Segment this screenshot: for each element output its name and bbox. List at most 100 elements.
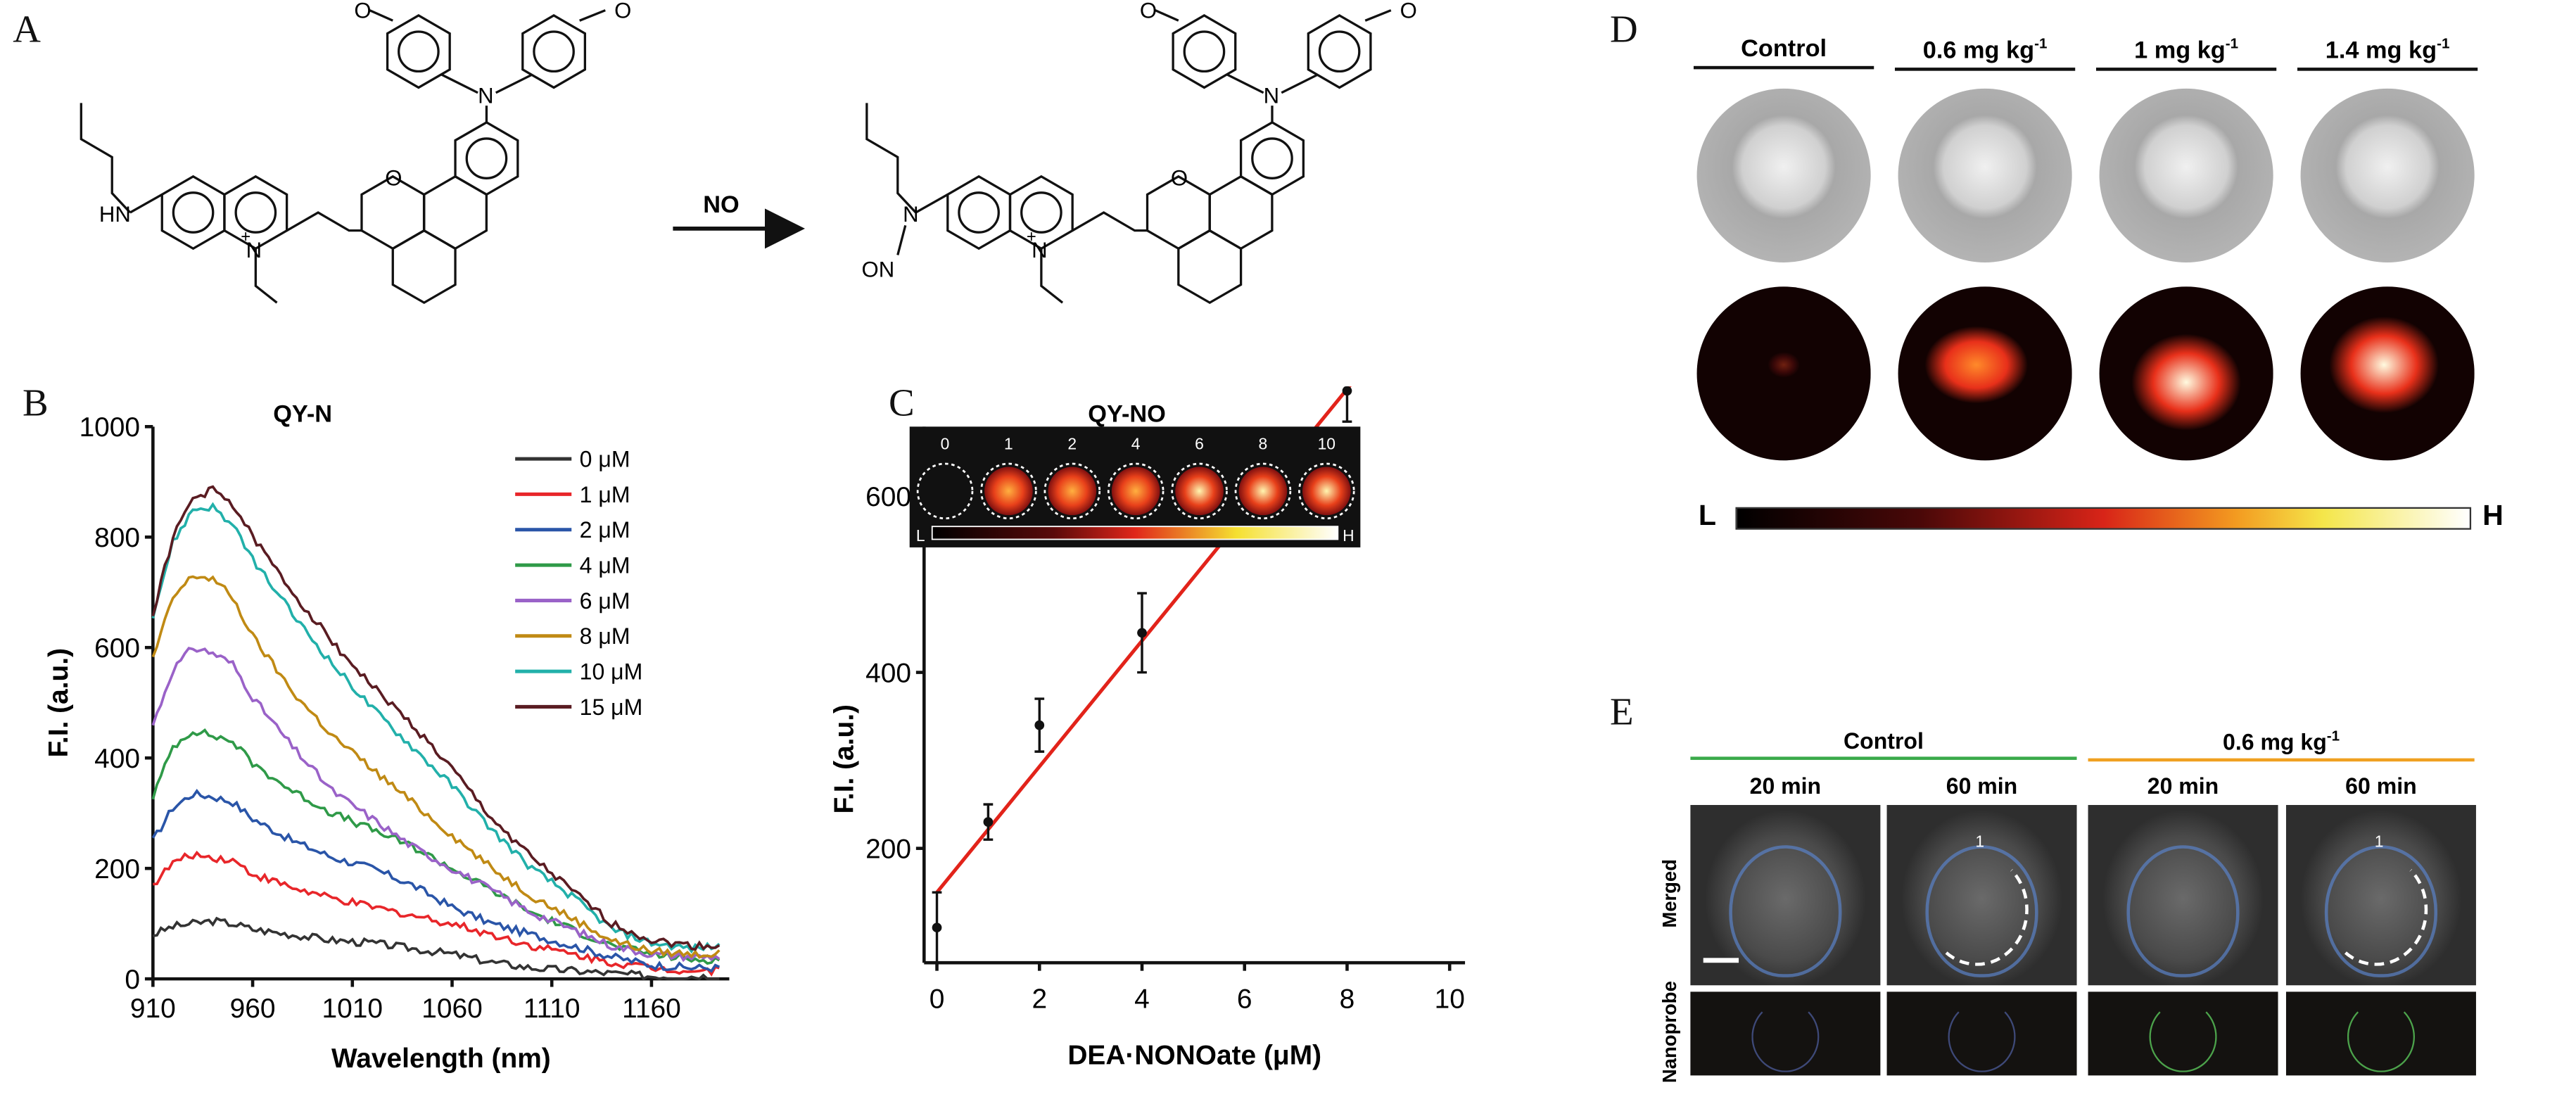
fluorescence-image — [1898, 286, 2072, 461]
atom-label-plus: + — [1027, 227, 1036, 246]
y-axis-title: F.I. (a.u.) — [44, 648, 74, 757]
column-header-superscript: -1 — [2034, 35, 2048, 52]
inset-well-outline — [1107, 462, 1165, 520]
organ-photo — [1898, 88, 2072, 262]
row-label-merged: Merged — [1658, 859, 1681, 928]
x-tick-label: 1110 — [524, 994, 580, 1024]
column-header-text: 1.4 mg kg — [2325, 37, 2437, 65]
inset-label: 1 — [1004, 434, 1013, 452]
series-line-2 — [151, 789, 721, 973]
time-label: 60 min — [2345, 773, 2417, 799]
series-line-6 — [151, 502, 721, 954]
organ-photo — [1696, 88, 1871, 262]
x-axis-title: DEA·NONOate (μM) — [1067, 1040, 1321, 1070]
atom-label-methoxy: O — [354, 0, 371, 23]
atom-label-methoxy: O — [1140, 0, 1157, 23]
series-line-0 — [153, 916, 720, 981]
legend-label: 1 μM — [580, 482, 630, 507]
series-line-4 — [151, 647, 721, 963]
calibration-chart: 2004006008000246810DEA·NONOate (μM)F.I. … — [830, 386, 1466, 1070]
fluorescence-image — [2099, 286, 2273, 461]
data-point — [932, 922, 942, 933]
nanoprobe-image — [2285, 991, 2476, 1076]
column-header-superscript: -1 — [2437, 35, 2450, 52]
atom-label-o: O — [1171, 166, 1188, 191]
x-tick-label: 1060 — [421, 994, 482, 1024]
atom-label-methoxy: O — [1400, 0, 1417, 23]
structure-qy-no: N ON N + O N O O — [862, 0, 1417, 304]
time-label: 20 min — [1749, 773, 1822, 799]
inset-well — [1238, 467, 1288, 516]
probe-signal — [1751, 1001, 1820, 1072]
x-tick-label: 1010 — [322, 994, 383, 1024]
panel-label-c: C — [888, 383, 915, 426]
column-header: 1.4 mg kg-1 — [2297, 35, 2478, 71]
inset-label: 6 — [1195, 434, 1204, 452]
nanoprobe-image — [2088, 991, 2278, 1076]
column-header: Control — [1693, 35, 1874, 70]
region-outline — [1925, 853, 2029, 966]
panel-label-b: B — [23, 383, 49, 426]
reaction-scheme: HN N + O N O O QY-N NO N ON N + O N O O … — [80, 0, 1417, 427]
panel-label-e: E — [1610, 692, 1634, 735]
inset-colorbar — [931, 526, 1339, 540]
merged-image: 1 — [1886, 805, 2077, 986]
reaction-arrow-label: NO — [703, 191, 739, 218]
inset-well-outline — [1171, 462, 1228, 520]
x-tick-label: 960 — [230, 994, 276, 1024]
compound-name-qy-n: QY-N — [273, 400, 332, 427]
x-tick-label: 6 — [1237, 984, 1252, 1014]
atom-label-aryl-n: N — [1264, 83, 1279, 108]
inset-well-outline — [916, 462, 974, 520]
region-outline — [2324, 853, 2428, 966]
group-header: Control — [1690, 728, 2077, 760]
y-tick-label: 0 — [125, 965, 140, 995]
series-line-1 — [153, 850, 720, 977]
region-marker: 1 — [2374, 834, 2384, 852]
y-tick-label: 600 — [94, 633, 140, 664]
series-line-5 — [151, 575, 721, 959]
y-tick-label: 400 — [94, 744, 140, 774]
time-label: 20 min — [2147, 773, 2219, 799]
x-tick-label: 2 — [1032, 984, 1047, 1014]
y-tick-label: 400 — [865, 658, 911, 688]
inset-well-outline — [980, 462, 1037, 520]
legend-label: 4 μM — [580, 553, 630, 578]
inset-well-outline — [1298, 462, 1355, 520]
inset-scale-high: H — [1343, 526, 1354, 545]
column-header: 0.6 mg kg-1 — [1894, 35, 2076, 71]
column-header-superscript: -1 — [2225, 35, 2239, 52]
fluorescence-image — [1696, 286, 1871, 461]
panel-label-a: A — [13, 9, 41, 52]
atom-label-aryl-n: N — [478, 83, 493, 108]
series-line-7 — [151, 485, 721, 951]
atom-label-n: N — [246, 238, 262, 262]
inset-well — [984, 467, 1033, 516]
atom-label-o: O — [385, 166, 402, 191]
x-axis-title: Wavelength (nm) — [331, 1044, 551, 1074]
atom-label-n: N — [1032, 238, 1047, 262]
legend-label: 2 μM — [580, 517, 630, 543]
fit-line — [935, 386, 1352, 894]
merged-image — [1690, 805, 1881, 986]
structure-qy-n: HN N + O N O O — [80, 0, 631, 304]
inset-well — [1175, 467, 1224, 516]
y-axis-title: F.I. (a.u.) — [830, 704, 860, 813]
legend-label: 10 μM — [580, 659, 643, 685]
fluorescence-image — [2300, 286, 2475, 461]
eye-outline — [2126, 845, 2240, 977]
y-tick-label: 200 — [94, 854, 140, 884]
atom-label-nitroso-o: ON — [862, 258, 895, 282]
y-tick-label: 600 — [865, 482, 911, 512]
inset-well-outline — [1234, 462, 1292, 520]
legend-label: 0 μM — [580, 447, 630, 472]
colorbar-low-label: L — [1698, 499, 1717, 532]
organ-photo — [2300, 88, 2475, 262]
inset-label: 4 — [1131, 434, 1141, 452]
region-marker: 1 — [1975, 834, 1985, 852]
group-header-text: Control — [1844, 728, 1924, 754]
merged-image: 1 — [2285, 805, 2476, 986]
organ-photo — [2099, 88, 2273, 262]
